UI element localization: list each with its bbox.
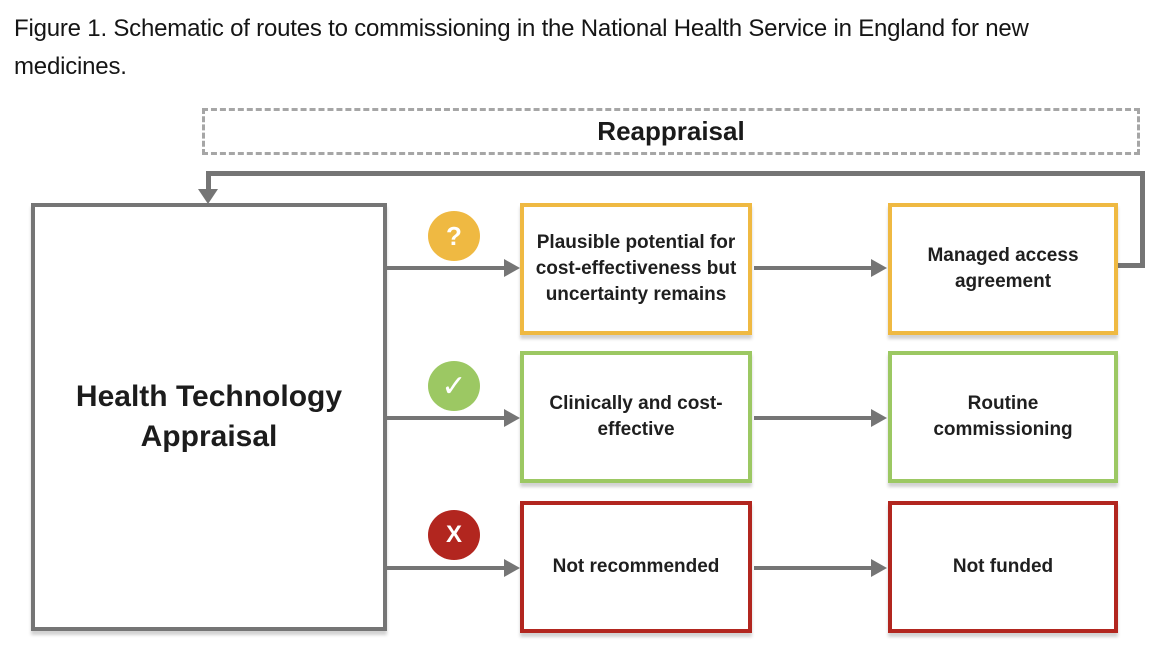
arrowhead-assessment-1 (504, 409, 520, 427)
health-technology-appraisal-label: Health Technology Appraisal (75, 379, 343, 454)
x-glyph: X (445, 521, 462, 548)
arrowhead-outcome-0 (871, 259, 887, 277)
outcome-label-routine-commissioning: Routine commissioning (933, 392, 1073, 440)
arrowhead-assessment-0 (504, 259, 520, 277)
assessment-box-uncertain: Plausible potential for cost-effectivene… (520, 203, 752, 335)
assessment-label-effective: Clinically and cost-effective (549, 392, 723, 440)
outcome-label-not-funded: Not funded (952, 555, 1054, 577)
loop-top-line (206, 171, 1145, 176)
arrow-hta-to-assessment-1 (385, 416, 505, 420)
arrowhead-assessment-2 (504, 559, 520, 577)
reappraisal-label: Reappraisal (597, 116, 745, 146)
arrow-hta-to-assessment-0 (385, 266, 505, 270)
checkmark-icon: ✓ (428, 361, 480, 411)
arrow-hta-to-assessment-2 (385, 566, 505, 570)
loop-right-line (1140, 171, 1145, 267)
question-icon: ? (428, 211, 480, 261)
outcome-box-not-funded: Not funded (888, 501, 1118, 633)
x-icon: X (428, 510, 480, 560)
question-glyph: ? (446, 220, 462, 251)
health-technology-appraisal-box: Health Technology Appraisal (31, 203, 387, 631)
arrowhead-outcome-2 (871, 559, 887, 577)
loop-arrowhead-into-hta (198, 189, 218, 204)
loop-right-stub (1118, 263, 1145, 268)
arrow-assessment-to-outcome-0 (754, 266, 872, 270)
outcome-label-managed-access: Managed access agreement (927, 244, 1079, 292)
arrow-assessment-to-outcome-1 (754, 416, 872, 420)
arrow-assessment-to-outcome-2 (754, 566, 872, 570)
figure-title: Figure 1. Schematic of routes to commiss… (14, 15, 1029, 80)
outcome-box-routine-commissioning: Routine commissioning (888, 351, 1118, 483)
assessment-box-effective: Clinically and cost-effective (520, 351, 752, 483)
checkmark-glyph: ✓ (441, 369, 467, 403)
reappraisal-box: Reappraisal (202, 108, 1140, 155)
outcome-box-managed-access: Managed access agreement (888, 203, 1118, 335)
assessment-box-not-recommended: Not recommended (520, 501, 752, 633)
assessment-label-uncertain: Plausible potential for cost-effectivene… (535, 231, 737, 306)
loop-left-line (206, 171, 211, 190)
arrowhead-outcome-1 (871, 409, 887, 427)
assessment-label-not-recommended: Not recommended (552, 555, 720, 577)
